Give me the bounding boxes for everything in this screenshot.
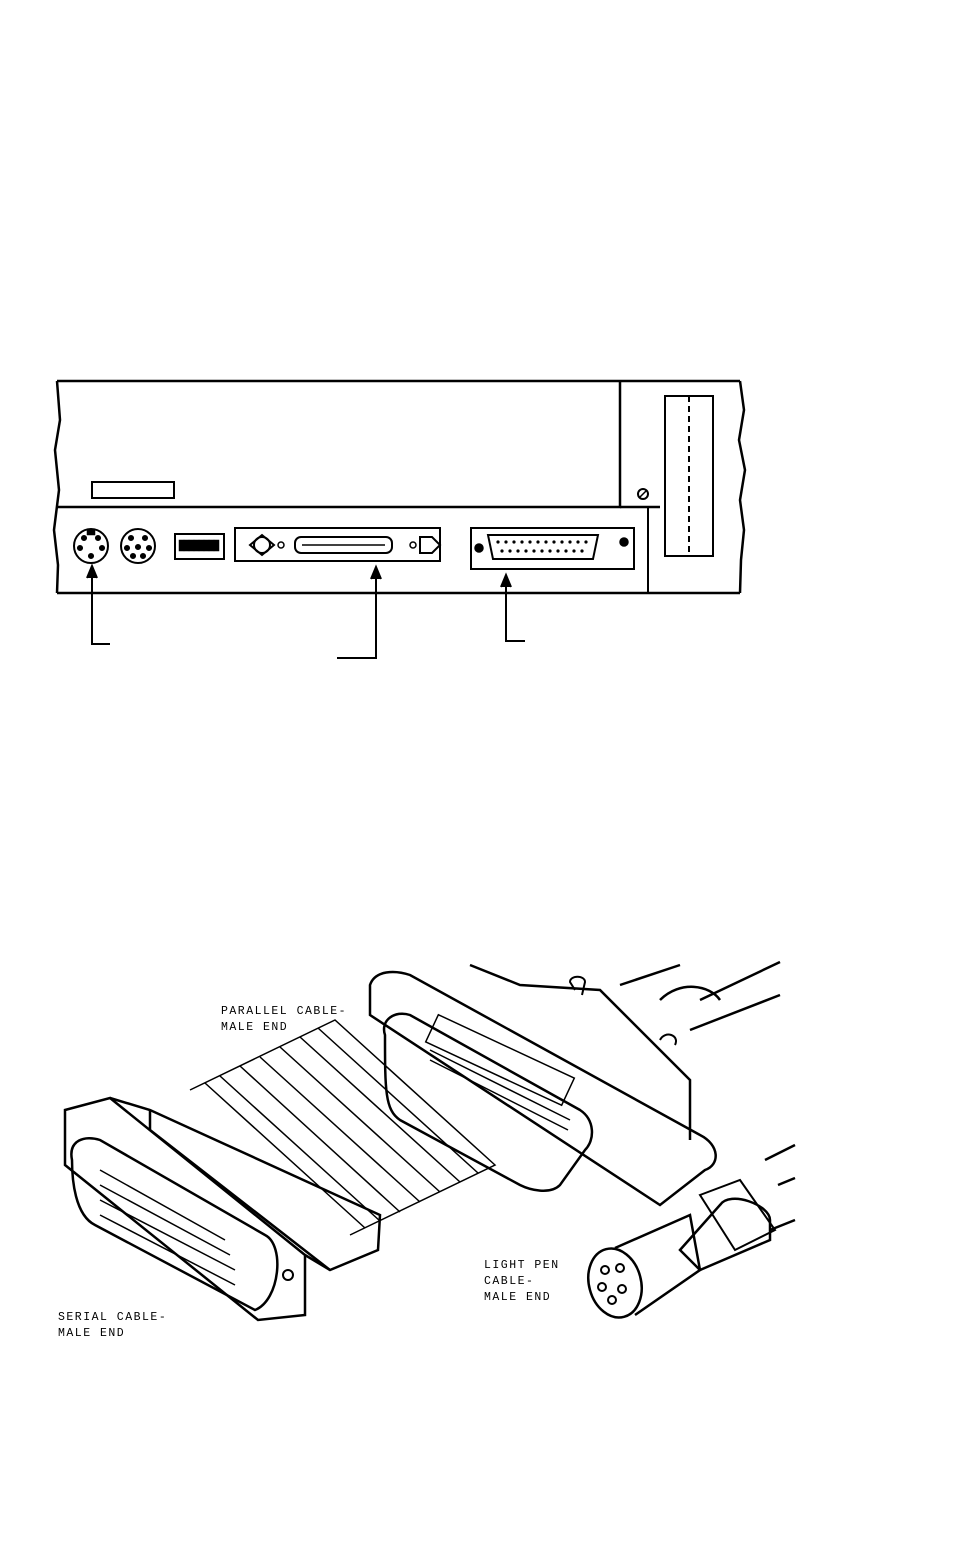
svg-text:CABLE-: CABLE- <box>484 1275 534 1288</box>
svg-text:MALE END: MALE END <box>58 1327 125 1340</box>
light-pen-cable-connector <box>587 1143 796 1319</box>
svg-text:PARALLEL CABLE-: PARALLEL CABLE- <box>221 1005 347 1018</box>
serial-cable-connector <box>63 1096 382 1322</box>
din-port-light-pen <box>73 528 109 564</box>
parallel-cable-connector <box>368 960 781 1207</box>
rear-panel-diagram <box>52 379 747 659</box>
svg-text:MALE END: MALE END <box>221 1021 288 1034</box>
dip-switch <box>174 533 225 560</box>
label-serial-cable: SERIAL CABLE- MALE END <box>58 1311 167 1340</box>
label-light-pen-cable: LIGHT PEN CABLE- MALE END <box>484 1259 560 1304</box>
cable-connectors-illustration <box>63 960 796 1322</box>
callout-lines <box>86 563 525 659</box>
serial-port <box>470 527 635 570</box>
din-port-keyboard <box>120 528 156 564</box>
svg-text:SERIAL CABLE-: SERIAL CABLE- <box>58 1311 167 1324</box>
svg-text:MALE END: MALE END <box>484 1291 551 1304</box>
svg-text:LIGHT PEN: LIGHT PEN <box>484 1259 560 1272</box>
parallel-port <box>234 527 442 562</box>
label-parallel-cable: PARALLEL CABLE- MALE END <box>221 1005 347 1034</box>
